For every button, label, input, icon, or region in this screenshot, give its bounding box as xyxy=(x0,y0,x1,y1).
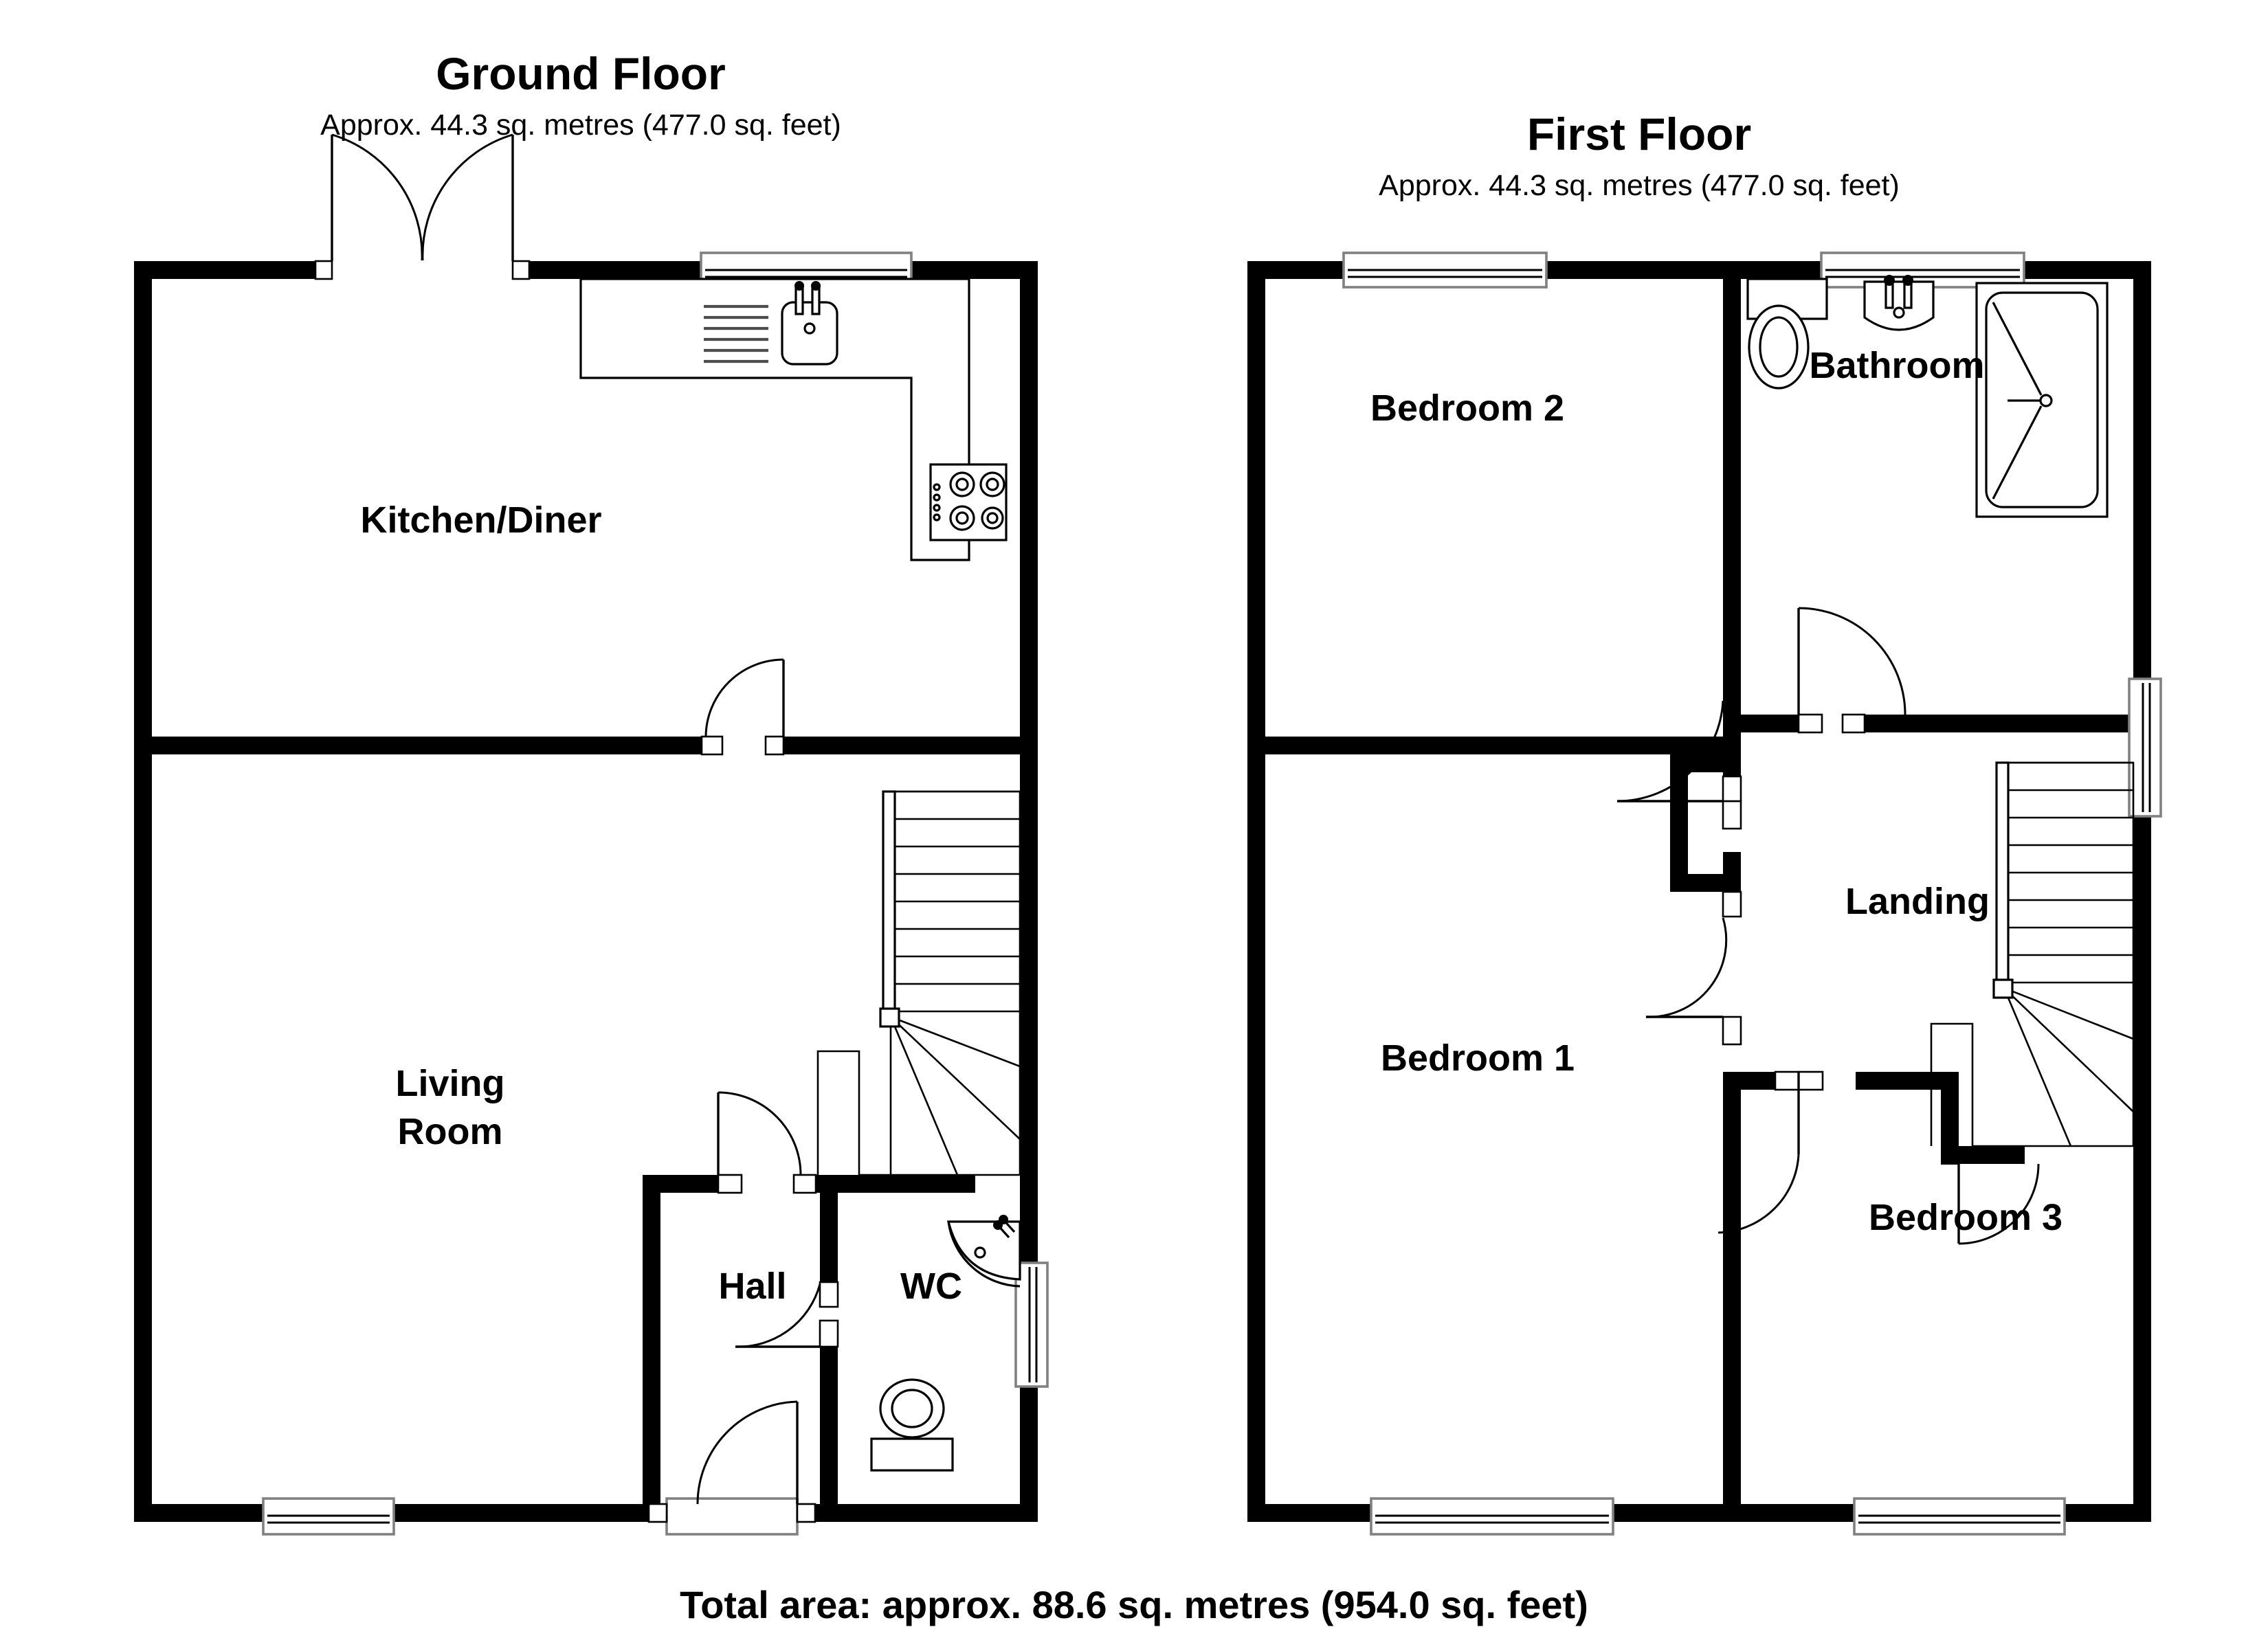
ground-wall-hall-top-right xyxy=(814,1175,975,1193)
ground-exterior-wall-top-right xyxy=(911,261,1038,279)
ground-exterior-wall-bottom-left xyxy=(134,1504,263,1522)
first-floor-area: Approx. 44.3 sq. metres (477.0 sq. feet) xyxy=(1379,169,1900,202)
toilet-icon-bathroom xyxy=(1746,278,1828,390)
first-wall-bathroom-south-a xyxy=(1723,715,1799,732)
ground-wall-hall-wc-lower xyxy=(820,1347,838,1522)
ground-wall-kitchen-living-right xyxy=(783,737,1020,754)
landing-window-side xyxy=(2128,677,2162,818)
bedroom3-window-front xyxy=(1853,1497,2066,1536)
ground-wall-hall-wc-upper xyxy=(820,1193,838,1282)
ground-floor-area: Approx. 44.3 sq. metres (477.0 sq. feet) xyxy=(320,109,841,142)
room-label-bedroom-3: Bedroom 3 xyxy=(1869,1197,2063,1238)
bathroom-door[interactable] xyxy=(1797,607,1906,734)
wc-window xyxy=(1014,1261,1049,1388)
bedroom2-window-rear xyxy=(1342,251,1548,289)
first-floor-plan: Bedroom 2 Bathroom Bedroom 1 Bedroom 3 L… xyxy=(1247,251,2162,1536)
ground-wall-kitchen-living-left xyxy=(152,737,702,754)
staircase-icon-first xyxy=(1930,761,2135,1147)
bedroom1-door[interactable] xyxy=(1645,890,1742,1046)
ground-exterior-wall-bottom-mid xyxy=(392,1504,667,1522)
kitchen-worktop xyxy=(579,278,970,561)
room-label-bedroom-1: Bedroom 1 xyxy=(1381,1037,1575,1079)
room-label-bedroom-2: Bedroom 2 xyxy=(1370,388,1564,429)
toilet-icon-wc xyxy=(870,1378,954,1472)
first-exterior-wall-bottom-a xyxy=(1247,1504,1371,1522)
ground-wall-hall-top-left xyxy=(643,1175,718,1193)
ground-floor-title: Ground Floor xyxy=(436,48,726,99)
french-doors[interactable] xyxy=(314,133,531,280)
room-label-landing: Landing xyxy=(1845,881,1990,922)
first-wall-bed3-top-c xyxy=(1941,1146,2025,1164)
room-label-bathroom: Bathroom xyxy=(1810,345,1985,386)
first-exterior-wall-top-a xyxy=(1247,261,1344,279)
kitchen-door[interactable] xyxy=(700,658,785,756)
front-door[interactable] xyxy=(647,1400,816,1536)
living-room-window xyxy=(262,1497,395,1536)
first-wall-bathroom-south-b xyxy=(1865,715,2133,732)
bedroom3-door[interactable] xyxy=(1717,1070,1824,1234)
ground-wall-hall-living xyxy=(643,1175,660,1522)
first-wall-bed2-bathroom xyxy=(1723,279,1741,732)
first-exterior-wall-left xyxy=(1247,261,1265,1522)
room-label-kitchen-diner: Kitchen/Diner xyxy=(360,500,601,541)
first-exterior-wall-top-c xyxy=(2024,261,2151,279)
first-wall-landing-jog-v3 xyxy=(1723,852,1741,892)
first-exterior-wall-right xyxy=(2133,261,2151,1522)
bathroom-window-rear xyxy=(1820,251,2025,289)
first-floor-title: First Floor xyxy=(1527,109,1751,159)
ground-floor-plan: Kitchen/Diner Living Room Hall WC xyxy=(134,133,1049,1536)
landing-stair-door[interactable] xyxy=(1957,1163,2040,1245)
total-area-label: Total area: approx. 88.6 sq. metres (954… xyxy=(680,1583,1588,1626)
room-label-hall: Hall xyxy=(718,1266,786,1307)
ground-exterior-wall-top-left xyxy=(134,261,315,279)
bedroom1-window-front xyxy=(1370,1497,1614,1536)
room-label-wc: WC xyxy=(900,1266,962,1307)
bedroom2-door[interactable] xyxy=(1616,700,1742,830)
room-label-living-room-line1: Living xyxy=(396,1063,505,1104)
kitchen-sink-icon xyxy=(781,281,838,366)
ground-exterior-wall-left xyxy=(134,261,152,1522)
staircase-icon-ground xyxy=(816,790,1021,1176)
first-wall-bed1-bed3 xyxy=(1723,1072,1741,1522)
first-exterior-wall-bottom-c xyxy=(2065,1504,2151,1522)
first-wall-bed2-bed1 xyxy=(1265,737,1691,754)
room-label-living-room-line2: Room xyxy=(398,1111,503,1152)
hob-icon xyxy=(929,463,1008,541)
bathtub-icon xyxy=(1975,282,2109,518)
corner-basin-icon xyxy=(946,1215,1021,1288)
draining-board-icon xyxy=(704,304,768,363)
wash-basin-icon xyxy=(1863,275,1935,331)
wc-door[interactable] xyxy=(735,1281,839,1348)
first-wall-landing-jog-v2 xyxy=(1670,754,1688,892)
hall-door-to-living[interactable] xyxy=(717,1091,817,1194)
ground-exterior-wall-top-mid xyxy=(529,261,701,279)
first-exterior-wall-top-b xyxy=(1546,261,1821,279)
